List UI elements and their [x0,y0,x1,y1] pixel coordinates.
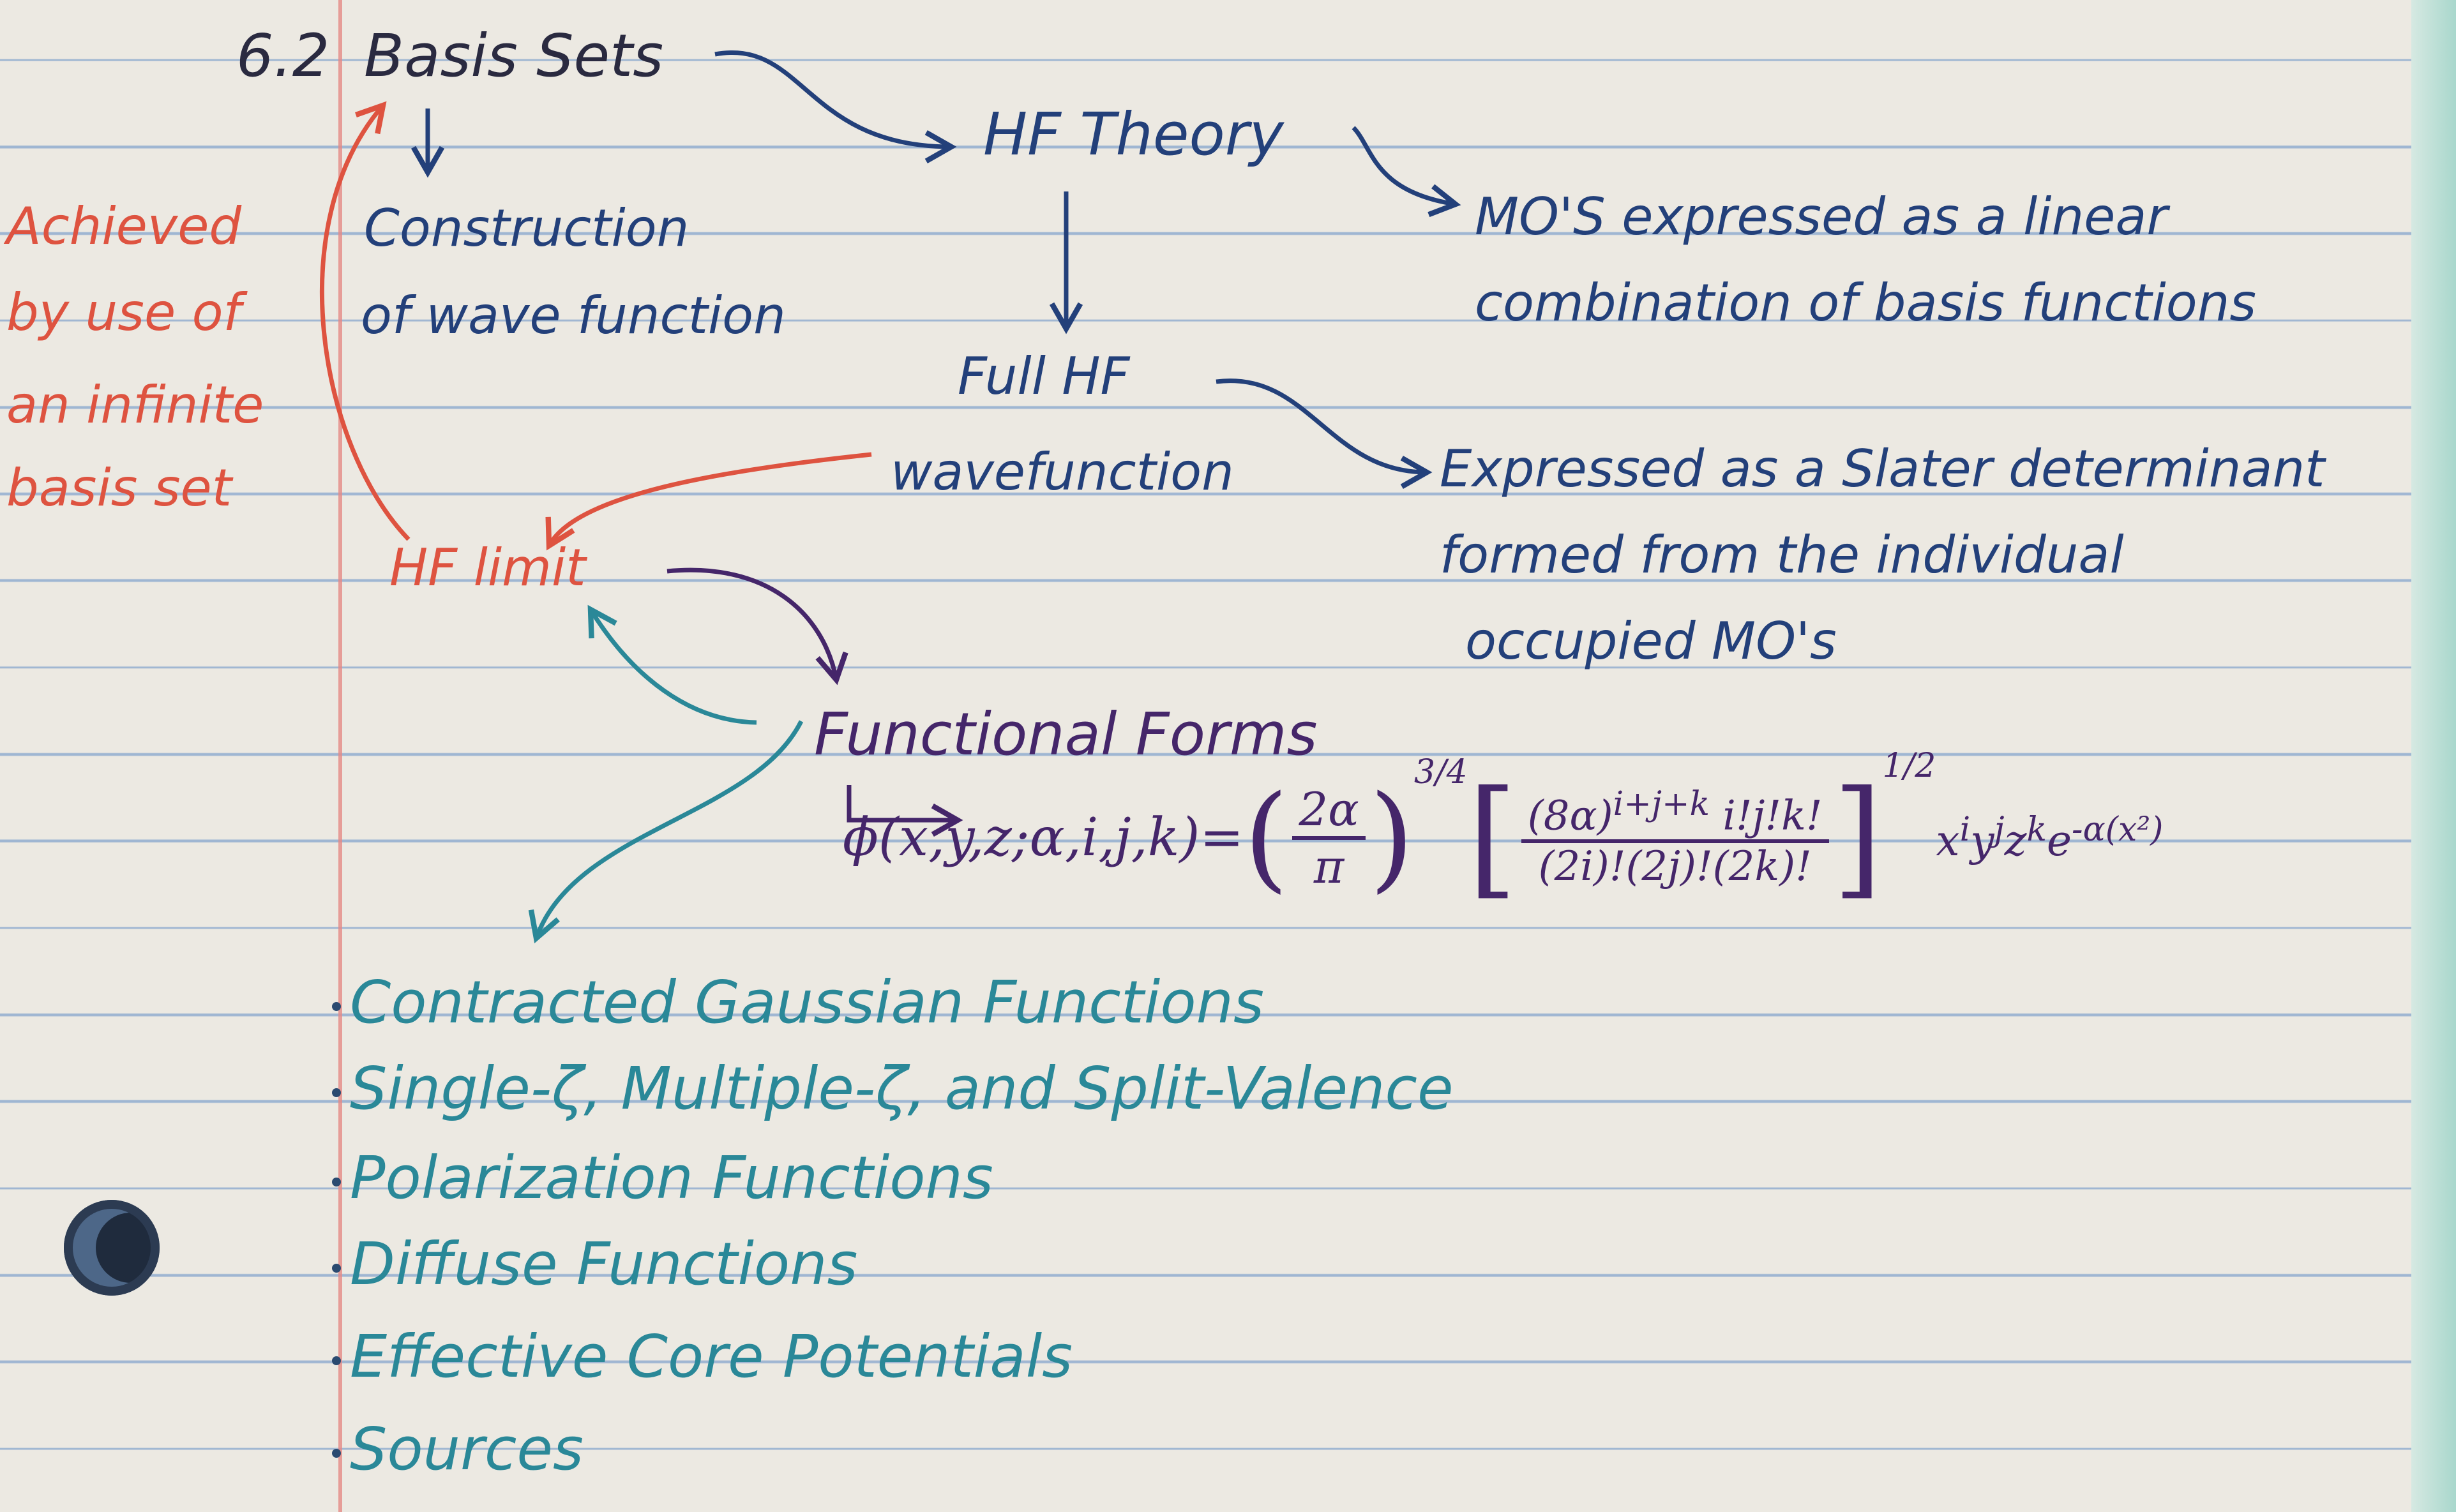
formula-bracket-close: ] [1832,763,1883,912]
formula-exp-1: 3/4 [1414,753,1468,791]
arrow-hf-to-mo [1352,126,1461,218]
formula-frac1-numerator: 2α [1292,782,1366,840]
slater-line-3: occupied MO's [1465,611,1837,671]
construction-line-2: of wave function [361,286,786,345]
arrow-forms-to-bullets [528,720,804,943]
formula-x: x [1936,816,1960,865]
arrow-limit-to-basis [319,101,411,541]
formula-frac2-base: (8α) [1527,792,1613,840]
formula-y: y [1970,816,1994,865]
formula-paren-open: ( [1244,771,1289,904]
slater-line-2: formed from the individual [1440,525,2124,585]
mo-expression-line-1: MO'S expressed as a linear [1475,187,2168,246]
formula-z: z [2004,816,2027,865]
formula-y-power: j [1994,810,2005,849]
bullet-polarization: Polarization Functions [332,1149,993,1208]
hf-theory-label: HF Theory [983,100,1285,168]
formula-exp-2: 1/2 [1882,747,1936,785]
formula-frac2-denominator: (2i)!(2j)!(2k)! [1538,843,1812,891]
binder-hole [64,1200,160,1296]
formula-frac2-factorials: i!j!k! [1722,792,1823,840]
notebook-cover-edge [2411,0,2456,1512]
arrow-limit-to-forms [667,567,848,685]
bullet-single-multiple-zeta: Single-ζ, Multiple-ζ, and Split-Valence [332,1059,1454,1118]
achieved-line-1: Achieved [6,197,242,256]
achieved-line-4: basis set [6,458,232,518]
slater-line-1: Expressed as a Slater determinant [1440,439,2325,498]
mo-expression-line-2: combination of basis functions [1475,273,2257,333]
bullet-effective-core: Effective Core Potentials [332,1328,1073,1386]
achieved-line-3: an infinite [6,375,264,435]
bullet-sources: Sources [332,1420,584,1479]
formula-e: e [2046,816,2072,865]
functional-forms-label: Functional Forms [814,700,1318,768]
full-hf-line-2: wavefunction [891,442,1234,502]
formula-e-power: -α(x²) [2072,810,2164,849]
formula-lhs: ϕ(x,y,z;α,i,j,k)= [843,807,1244,868]
arrow-fullhf-to-limit [545,452,872,551]
formula-frac2-power: i+j+k [1613,784,1710,823]
formula-fraction-2: (8α)i+j+k i!j!k!(2i)!(2j)!(2k)! [1521,785,1829,890]
hf-limit-label: HF limit [389,538,586,597]
formula-paren-close: ) [1369,771,1415,904]
margin-line [338,0,342,1512]
formula-z-power: k [2026,810,2047,849]
full-hf-line-1: Full HF [958,347,1130,406]
formula-frac1-denominator: π [1313,839,1345,894]
achieved-line-2: by use of [6,283,241,342]
formula-x-power: i [1959,810,1971,849]
arrow-basis-to-hf [714,50,957,164]
arrow-fullhf-to-slater [1216,378,1433,490]
section-title: Basis Sets [364,22,664,90]
bullet-diffuse: Diffuse Functions [332,1235,857,1294]
section-number: 6.2 [236,22,330,90]
bullet-contracted-gaussian: Contracted Gaussian Functions [332,973,1264,1032]
arrow-forms-to-limit [587,604,757,725]
formula-frac2-numerator: (8α)i+j+k i!j!k! [1521,784,1829,844]
formula-tail: xiyjzke-α(x²) [1936,811,2163,865]
arrow-forms-to-formula [847,785,963,837]
formula-bracket-open: [ [1467,763,1518,912]
construction-line-1: Construction [364,198,689,258]
